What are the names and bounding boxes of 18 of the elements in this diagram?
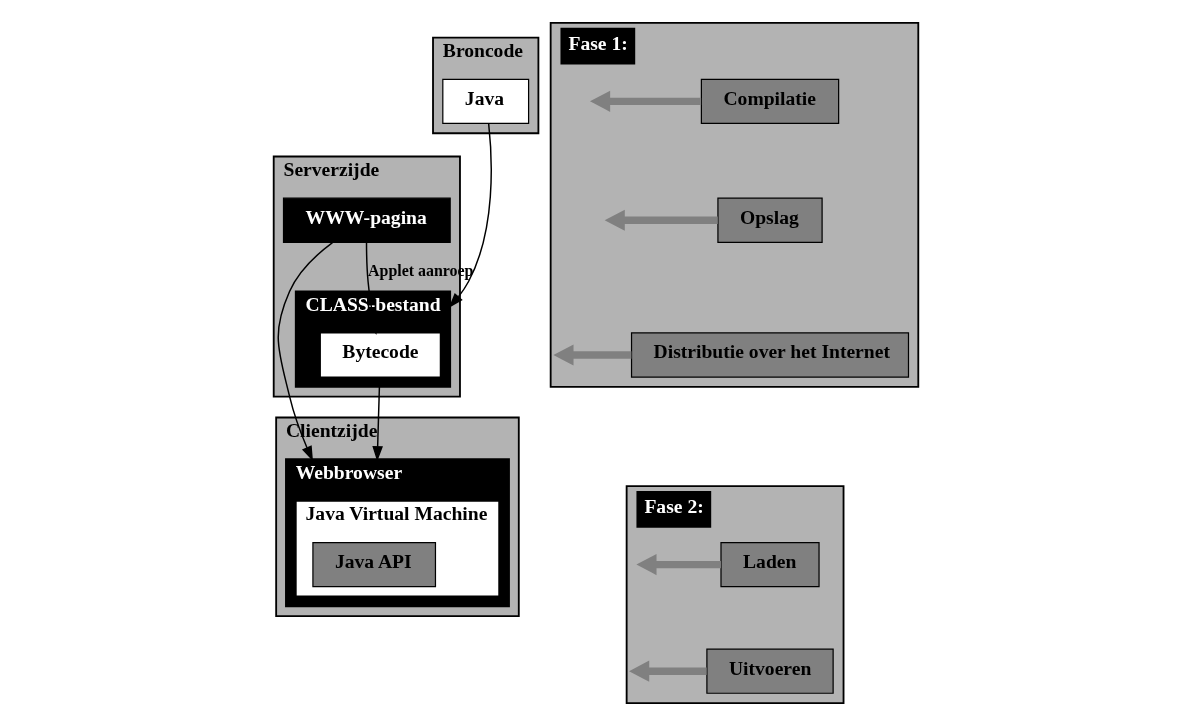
node-box: Uitvoeren bbox=[706, 648, 834, 694]
node-box: Laden bbox=[720, 541, 820, 588]
node-box: Java API bbox=[312, 541, 437, 588]
arrow bbox=[604, 209, 718, 231]
arrow bbox=[372, 386, 383, 462]
arrow bbox=[636, 554, 721, 576]
node-box: Compilatie bbox=[700, 78, 840, 125]
node-box: WWW-pagina bbox=[282, 197, 451, 243]
node-box: Java bbox=[442, 78, 530, 125]
arrow bbox=[365, 241, 379, 335]
arrow bbox=[448, 123, 492, 308]
arrow bbox=[590, 90, 702, 112]
arrow bbox=[277, 241, 334, 462]
arrow bbox=[553, 344, 632, 366]
node-box: Opslag bbox=[717, 197, 823, 243]
arrow bbox=[629, 660, 707, 682]
node-box: Distributie over het Internet bbox=[630, 332, 910, 378]
node-box: Bytecode bbox=[319, 332, 441, 378]
